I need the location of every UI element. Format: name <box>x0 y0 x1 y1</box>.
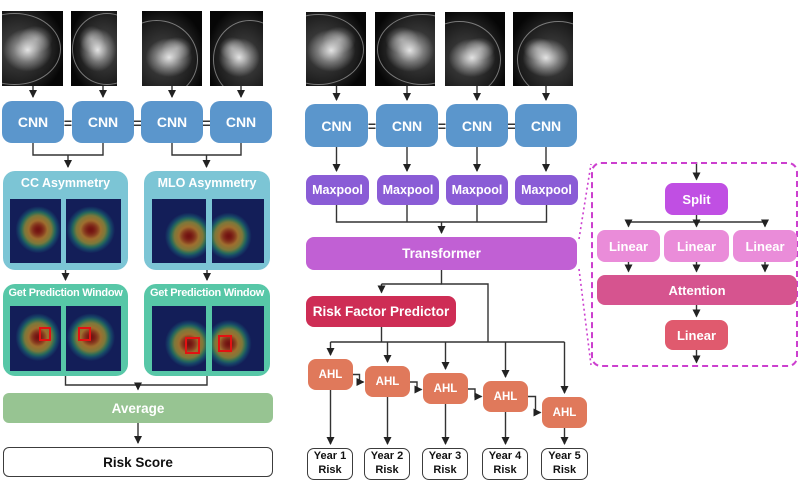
risk-score-block: Risk Score <box>3 447 273 477</box>
prediction-window-title: Get Prediction Window <box>8 287 123 299</box>
split-block: Split <box>665 183 728 215</box>
prediction-window-marker <box>185 337 200 355</box>
prediction-window-heatmap <box>10 306 61 371</box>
maxpool-block: Maxpool <box>446 175 508 205</box>
year-risk-line1: Year 1 <box>313 450 347 463</box>
equals-sign: = <box>367 118 377 134</box>
year-risk-box: Year 3 Risk <box>422 448 468 480</box>
mammogram-image <box>2 11 63 86</box>
cnn-block: CNN <box>446 104 508 147</box>
equals-sign: = <box>133 115 142 131</box>
year-risk-line1: Year 3 <box>428 450 462 463</box>
year-risk-box: Year 1 Risk <box>307 448 353 480</box>
asymmetry-heatmap <box>66 199 121 263</box>
year-risk-box: Year 5 Risk <box>541 448 588 480</box>
mammogram-image <box>445 12 505 86</box>
cnn-block: CNN <box>2 101 64 143</box>
mlo-asymmetry-title: MLO Asymmetry <box>157 176 257 190</box>
cnn-block: CNN <box>305 104 368 147</box>
transformer-detail-box <box>591 162 798 367</box>
ahl-block: AHL <box>308 359 353 390</box>
maxpool-block: Maxpool <box>515 175 578 205</box>
mammogram-image <box>142 11 202 86</box>
equals-sign: = <box>202 115 211 131</box>
year-risk-line2: Risk <box>552 464 577 476</box>
year-risk-line2: Risk <box>493 464 517 476</box>
year-risk-box: Year 2 Risk <box>364 448 410 480</box>
equals-sign: = <box>63 115 73 131</box>
linear-block: Linear <box>664 230 729 262</box>
prediction-window-marker <box>38 327 51 342</box>
ahl-block: AHL <box>483 381 528 412</box>
transformer-block: Transformer <box>306 237 577 270</box>
asymmetry-heatmap <box>212 199 264 263</box>
cnn-block: CNN <box>141 101 203 143</box>
zoom-callout-lines <box>578 163 592 366</box>
mammogram-image <box>306 12 366 86</box>
asymmetry-heatmap <box>152 199 206 263</box>
maxpool-block: Maxpool <box>306 175 369 205</box>
cnn-block: CNN <box>376 104 438 147</box>
year-risk-line1: Year 5 <box>548 450 581 463</box>
prediction-window-block: Get Prediction Window <box>3 284 128 376</box>
year-risk-line2: Risk <box>318 464 342 476</box>
mammogram-image <box>71 11 117 86</box>
risk-factor-predictor-block: Risk Factor Predictor <box>306 296 456 327</box>
asymmetry-heatmap <box>10 199 61 263</box>
cnn-block: CNN <box>210 101 272 143</box>
prediction-window-heatmap <box>66 306 121 371</box>
mlo-asymmetry-block: MLO Asymmetry <box>144 171 270 270</box>
equals-sign: = <box>507 118 516 134</box>
prediction-window-title: Get Prediction Window <box>150 287 264 299</box>
average-block: Average <box>3 393 273 423</box>
cnn-block: CNN <box>72 101 134 143</box>
cc-asymmetry-title: CC Asymmetry <box>20 176 111 190</box>
year-risk-line1: Year 2 <box>370 450 404 463</box>
year-risk-box: Year 4 Risk <box>482 448 528 480</box>
attention-block: Attention <box>597 275 797 305</box>
ahl-block: AHL <box>423 373 468 404</box>
ahl-block: AHL <box>542 397 587 428</box>
year-risk-line2: Risk <box>433 464 457 476</box>
mammogram-image <box>513 12 573 86</box>
mammogram-image <box>375 12 435 86</box>
mammogram-image <box>210 11 263 86</box>
cc-asymmetry-block: CC Asymmetry <box>3 171 128 270</box>
prediction-window-heatmap <box>152 306 206 371</box>
year-risk-line2: Risk <box>375 464 399 476</box>
prediction-window-block: Get Prediction Window <box>144 284 270 376</box>
prediction-window-heatmap <box>212 306 264 371</box>
equals-sign: = <box>437 118 447 134</box>
prediction-window-marker <box>78 327 92 342</box>
year-risk-line1: Year 4 <box>488 450 522 463</box>
ahl-block: AHL <box>365 366 410 397</box>
prediction-window-marker <box>218 335 232 353</box>
maxpool-block: Maxpool <box>377 175 439 205</box>
linear-block: Linear <box>597 230 660 262</box>
linear-block: Linear <box>733 230 797 262</box>
cnn-block: CNN <box>515 104 577 147</box>
output-linear-block: Linear <box>665 320 728 350</box>
